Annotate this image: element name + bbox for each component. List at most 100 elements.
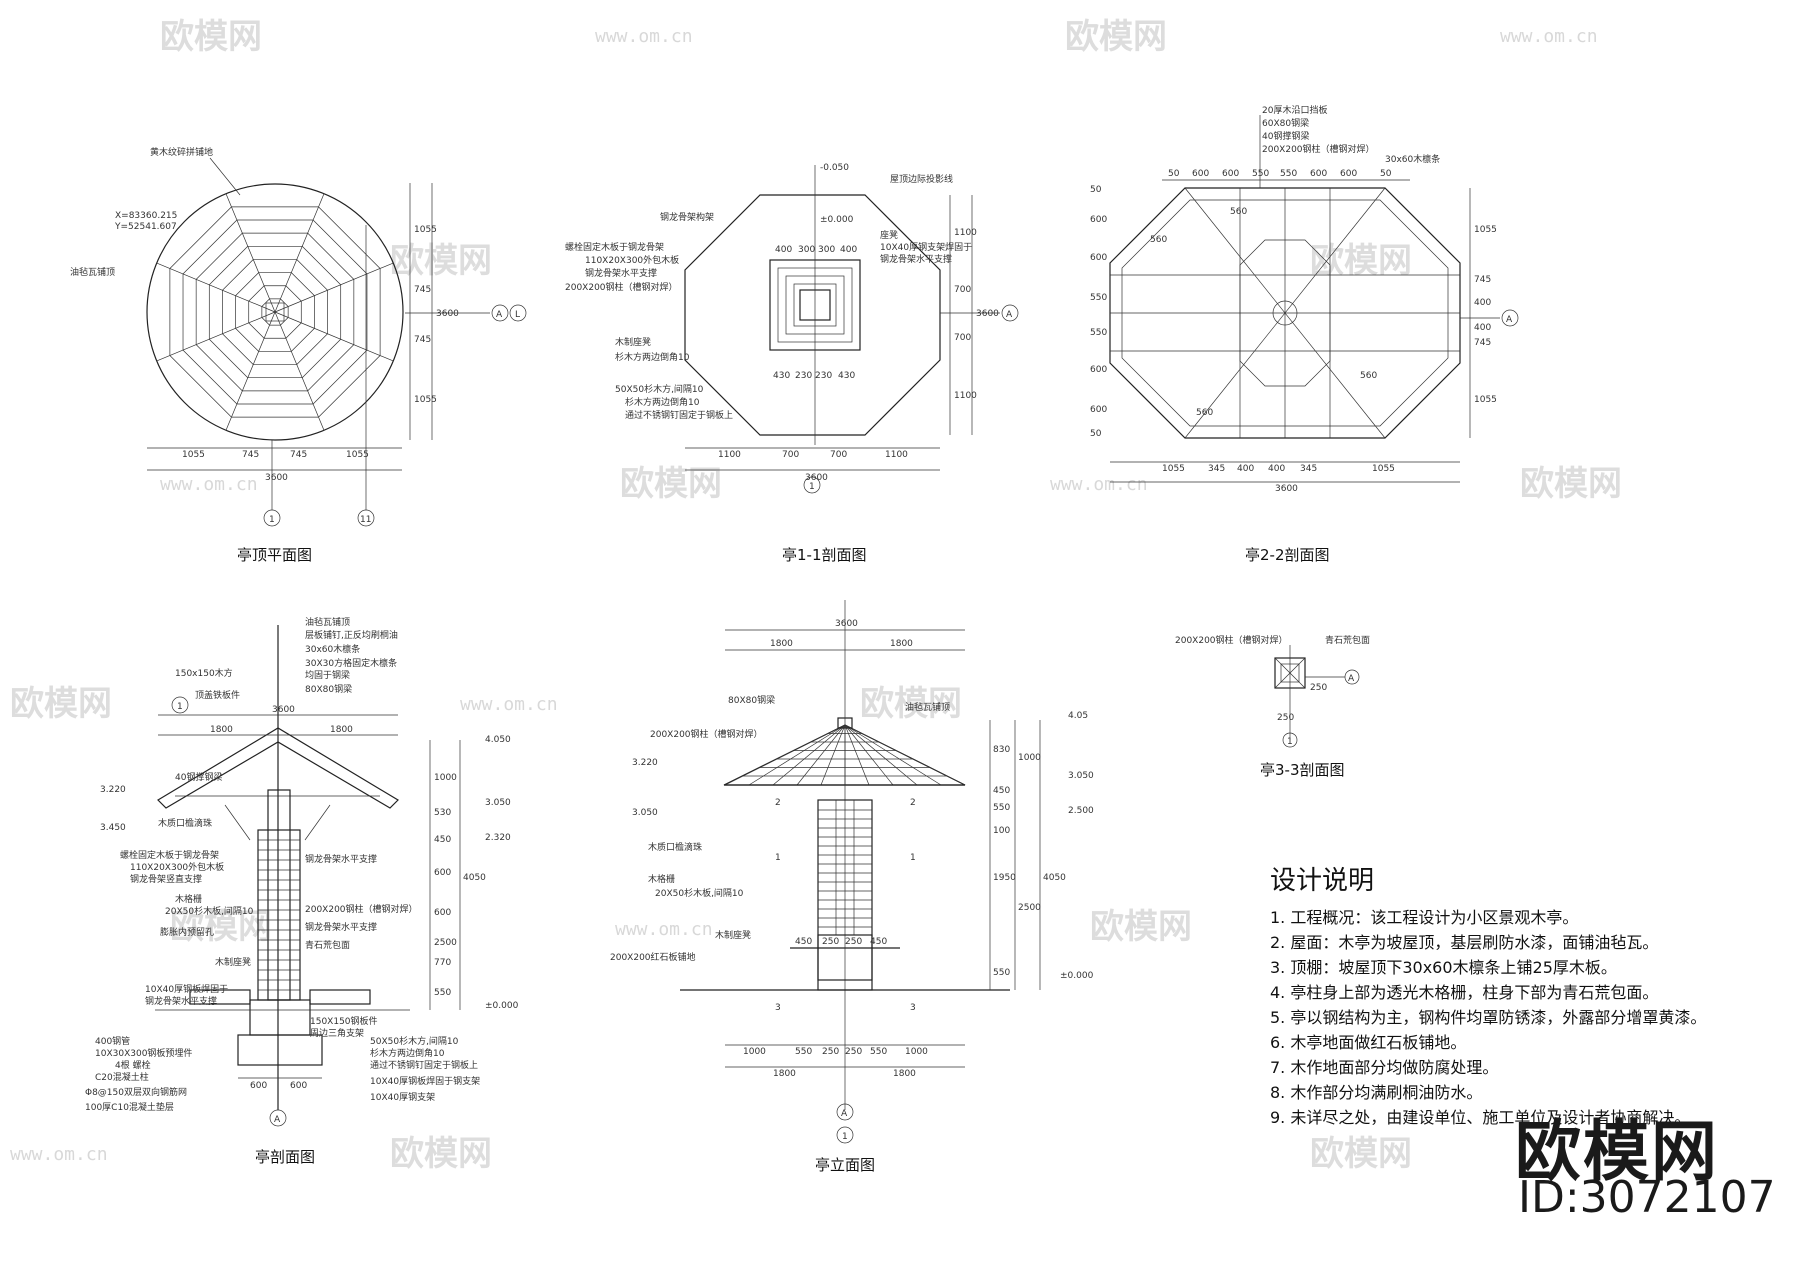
dim: 400 xyxy=(775,245,792,255)
label: C20混凝土柱 xyxy=(95,1071,149,1083)
column-lattice xyxy=(817,799,873,981)
vdim: 600 xyxy=(434,908,451,918)
axis-mark: A xyxy=(841,1109,848,1119)
axis-mark: A xyxy=(496,310,503,320)
dim: 600 xyxy=(1090,365,1107,375)
roof-rafter-lines xyxy=(156,193,394,431)
dim: 345 xyxy=(1300,464,1317,474)
dim: 550 xyxy=(1252,169,1269,179)
drawing-title: 亭顶平面图 xyxy=(237,546,312,564)
vdim: 4050 xyxy=(1043,873,1066,883)
dim: 250 xyxy=(845,1047,862,1057)
dim: 1055 xyxy=(1162,464,1185,474)
vdim: 450 xyxy=(434,835,451,845)
dim: 400 xyxy=(840,245,857,255)
axis-mark: L xyxy=(515,310,520,320)
dim: 3600 xyxy=(272,705,295,715)
label: 杉木方两边倒角10 xyxy=(370,1047,445,1059)
dim: 50 xyxy=(1090,429,1102,439)
dim: 250 xyxy=(822,937,839,947)
bench-right xyxy=(309,989,371,1005)
vdim: 550 xyxy=(993,803,1010,813)
label: X=83360.215 xyxy=(115,211,177,221)
brand-id: ID:3072107 xyxy=(1518,1172,1776,1223)
axis-mark: A xyxy=(1348,674,1355,684)
label: 通过不锈钢钉固定于钢板上 xyxy=(370,1059,478,1071)
section-mark: 2 xyxy=(775,798,781,808)
level: 4.05 xyxy=(1068,711,1088,721)
dim: 600 xyxy=(1192,169,1209,179)
roof-projection-outline xyxy=(684,194,941,436)
roof-plan-drawing: 1055 745 745 1055 3600 1055 745 745 1055… xyxy=(70,146,527,564)
dim-total: 3600 xyxy=(265,473,288,483)
vdim: 2500 xyxy=(434,938,457,948)
dim: 600 xyxy=(1340,169,1357,179)
bench-left xyxy=(189,989,251,1005)
note-item: 3. 顶棚：坡屋顶下30x60木檩条上铺25厚木板。 xyxy=(1270,958,1617,977)
section-mark: 2 xyxy=(910,798,916,808)
section-mark: 3 xyxy=(775,1003,781,1013)
note-item: 4. 亭柱身上部为透光木格栅，柱身下部为青石荒包面。 xyxy=(1270,983,1659,1002)
dim: 250 xyxy=(1310,683,1327,693)
dim: 700 xyxy=(782,450,799,460)
dim: 550 xyxy=(870,1047,887,1057)
dim: 600 xyxy=(1310,169,1327,179)
label: 木格栅 xyxy=(648,873,675,885)
label: Y=52541.607 xyxy=(114,222,177,232)
level: 3.050 xyxy=(1068,771,1094,781)
label: 50X50杉木方,间隔10 xyxy=(370,1035,459,1047)
label: 20厚木沿口挡板 xyxy=(1262,104,1327,116)
axis-mark: A xyxy=(274,1115,281,1125)
label: 钢龙骨架水平支撑 xyxy=(145,995,217,1007)
label: 座凳 xyxy=(880,229,898,241)
vdim: 745 xyxy=(1474,275,1491,285)
level: 3.220 xyxy=(100,785,126,795)
dim: 560 xyxy=(1150,235,1167,245)
vdim: 745 xyxy=(414,335,431,345)
dim: 230 xyxy=(815,371,832,381)
dim: 1100 xyxy=(718,450,741,460)
label: 杉木方两边倒角10 xyxy=(625,396,700,408)
vdim: 1055 xyxy=(414,225,437,235)
vdim-total: 4050 xyxy=(463,873,486,883)
label: 屋顶边际投影线 xyxy=(890,173,953,185)
label: 钢龙骨架水平支撑 xyxy=(305,921,377,933)
level: ±0.000 xyxy=(820,215,854,225)
dim: 50 xyxy=(1090,185,1102,195)
level: 3.450 xyxy=(100,823,126,833)
dim: 600 xyxy=(290,1081,307,1091)
vdim: 700 xyxy=(954,333,971,343)
label: 10X30X300钢板预埋件 xyxy=(95,1047,192,1059)
label: 木制座凳 xyxy=(615,336,651,348)
watermark-brand: 欧模网 xyxy=(160,17,262,57)
label: 黄木纹碎拼铺地 xyxy=(150,146,213,158)
label: 通过不锈钢钉固定于钢板上 xyxy=(625,409,733,421)
label: 钢龙骨架水平支撑 xyxy=(585,267,657,279)
label: 青石荒包面 xyxy=(305,939,350,951)
label: 110X20X300外包木板 xyxy=(585,254,679,266)
vdim: 700 xyxy=(954,285,971,295)
vdim: 550 xyxy=(434,988,451,998)
dim: 560 xyxy=(1196,408,1213,418)
level: 3.050 xyxy=(485,798,511,808)
label: 均固于钢梁 xyxy=(305,669,350,681)
vdim: 400 xyxy=(1474,323,1491,333)
watermark-brand: 欧模网 xyxy=(10,684,112,724)
brand-logo-text: 欧模网 xyxy=(1515,1113,1719,1190)
watermark-brand: 欧模网 xyxy=(170,907,272,947)
drawing-title: 亭立面图 xyxy=(815,1156,875,1174)
dim: 600 xyxy=(1222,169,1239,179)
dim: 1800 xyxy=(773,1069,796,1079)
section-1-1-drawing: -0.050 ±0.000 屋顶边际投影线 钢龙骨架构架 螺栓固定木板于钢龙骨架… xyxy=(565,163,1019,564)
label: 周边三角支架 xyxy=(310,1027,364,1039)
dim: 600 xyxy=(1090,253,1107,263)
level: ±0.000 xyxy=(1060,971,1094,981)
label: 200X200钢柱（槽钢对焊） xyxy=(305,903,418,915)
watermark-url: www.om.cn xyxy=(460,694,558,715)
label: 150X150钢板件 xyxy=(310,1015,378,1027)
dim: 345 xyxy=(1208,464,1225,474)
dim: 1800 xyxy=(893,1069,916,1079)
note-item: 9. 未详尽之处，由建设单位、施工单位及设计者协商解决。 xyxy=(1270,1108,1691,1127)
column-base xyxy=(249,999,311,1036)
